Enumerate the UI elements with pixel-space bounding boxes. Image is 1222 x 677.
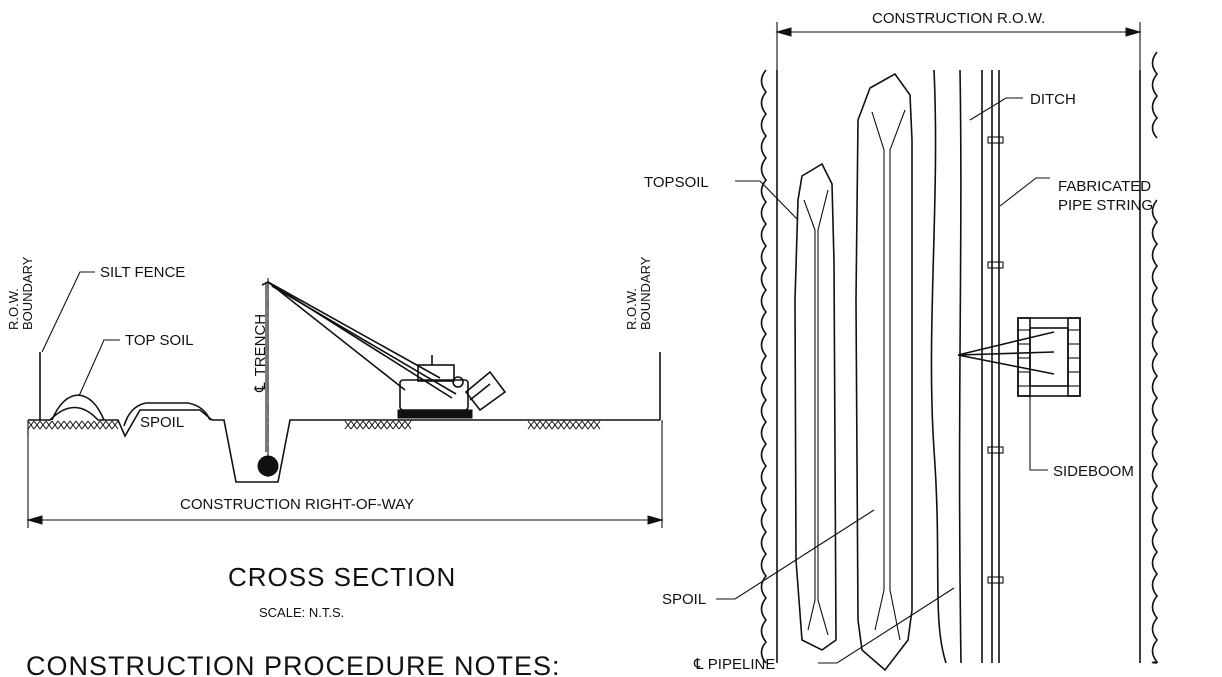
- break-line-left: [760, 69, 768, 664]
- cross-section-dimension: [26, 420, 664, 528]
- spoil-pile: [123, 402, 211, 427]
- pipeline-leader: [818, 587, 955, 664]
- silt-fence-label: SILT FENCE: [100, 264, 185, 281]
- break-line-right: [1151, 199, 1159, 664]
- pipe-joints: [987, 136, 1004, 584]
- row-boundary-left-label: R.O.W. BOUNDARY: [6, 256, 35, 330]
- ditch-left-edge: [930, 69, 947, 664]
- cross-section-view: R.O.W. BOUNDARY SILT FENCE TOP SOIL SPOI…: [6, 256, 664, 620]
- spoil-plan-label: SPOIL: [662, 591, 706, 608]
- plan-view: CONSTRUCTION R.O.W.: [644, 10, 1159, 673]
- spoil-label: SPOIL: [140, 414, 184, 431]
- notes-heading: CONSTRUCTION PROCEDURE NOTES:: [26, 651, 561, 677]
- pipe-string-leader: [999, 177, 1050, 207]
- pipeline-label: ℄ PIPELINE: [693, 656, 775, 673]
- topsoil-leader: [735, 180, 799, 221]
- plan-row-label: CONSTRUCTION R.O.W.: [872, 10, 1045, 27]
- top-soil-label: TOP SOIL: [125, 332, 194, 349]
- cross-section-title: CROSS SECTION: [228, 562, 456, 592]
- ditch-label: DITCH: [1030, 91, 1076, 108]
- row-boundary-right-label: R.O.W. BOUNDARY: [624, 256, 653, 330]
- break-line-right-top: [1151, 51, 1159, 139]
- sideboom-plan: [957, 317, 1081, 397]
- topsoil-pile: [51, 394, 105, 421]
- top-soil-leader: [78, 339, 120, 397]
- soil-hatch: [27, 420, 601, 430]
- silt-fence-leader: [41, 271, 95, 353]
- sideboom-machine: [257, 281, 507, 477]
- trench-centerline-label: ℄TRENCH: [252, 314, 269, 393]
- fabricated-pipe-string-label: FABRICATED PIPE STRING: [1058, 178, 1155, 214]
- topsoil-strip: [794, 162, 837, 651]
- ground-profile: [28, 406, 660, 483]
- ditch-leader: [969, 97, 1023, 121]
- pipe-section: [257, 455, 279, 477]
- spoil-leader: [716, 509, 875, 600]
- construction-right-of-way-label: CONSTRUCTION RIGHT-OF-WAY: [180, 496, 414, 513]
- plan-row-dimension: [775, 22, 1142, 70]
- sideboom-label: SIDEBOOM: [1053, 463, 1134, 480]
- scale-label: SCALE: N.T.S.: [259, 605, 344, 620]
- sideboom-leader: [1029, 396, 1048, 471]
- topsoil-plan-label: TOPSOIL: [644, 174, 709, 191]
- ditch-center: [958, 69, 962, 664]
- spoil-strip: [855, 72, 913, 672]
